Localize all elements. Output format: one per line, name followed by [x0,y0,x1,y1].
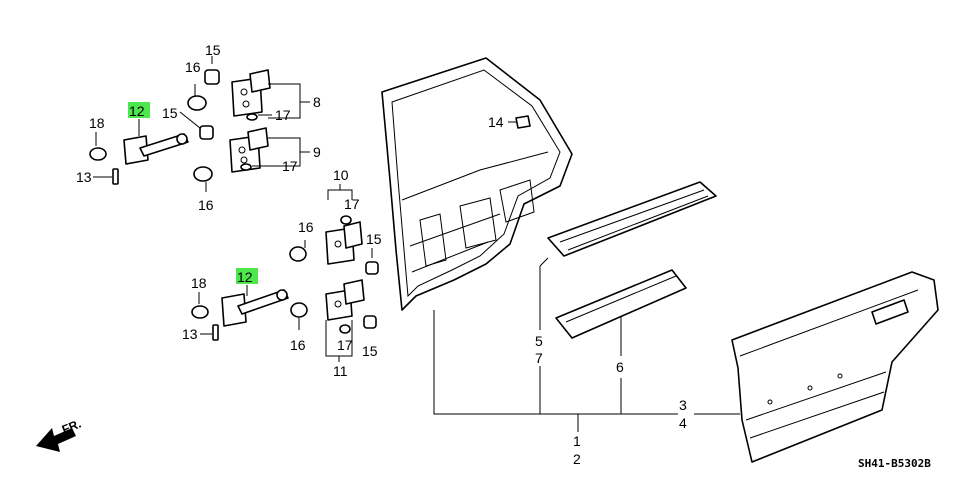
callout-8: 8 [313,94,321,110]
door-checker-12-lower[interactable] [221,289,289,327]
bolt-16-lower-checker[interactable]: 16 [290,302,308,353]
hinge-9[interactable] [229,127,269,173]
bolt-15-middle[interactable]: 15 [162,105,214,140]
callout-2: 2 [573,451,581,467]
hinge-10[interactable] [325,221,363,265]
callout-13: 13 [182,326,198,342]
hinge-8[interactable] [231,69,271,121]
callout-17: 17 [344,196,360,212]
pin-13-upper[interactable]: 13 [76,168,119,185]
diagram-code: SH41-B5302B [858,457,931,470]
impact-beam-5-7[interactable] [547,181,717,257]
highlight-12 [128,102,150,118]
callout-12: 12 [237,269,253,285]
callout-6: 6 [616,359,624,375]
callout-15: 15 [366,231,382,247]
callout-16: 16 [185,59,201,75]
callout-14: 14 [488,114,504,130]
callout-7: 7 [535,350,543,366]
callout-17: 17 [337,337,353,353]
callout-16: 16 [290,337,306,353]
bolt-15-top[interactable]: 15 [204,42,221,85]
callout-15: 15 [205,42,221,58]
upper-hinge-group: 15 16 8 17 15 [162,42,321,213]
callout-13: 13 [76,169,92,185]
nut-17-lower[interactable]: 17 [337,324,353,353]
callout-11: 11 [333,363,348,379]
callout-15: 15 [162,105,178,121]
outer-skin-panel-3-4[interactable] [731,271,939,463]
nut-17-upper[interactable]: 17 [340,196,360,225]
hinge-11[interactable] [325,279,365,321]
callout-18: 18 [191,275,207,291]
bolt-16-top[interactable]: 16 [185,59,207,111]
callout-12: 12 [129,103,145,119]
lower-hinge-group: 10 17 16 15 17 [289,167,382,379]
callout-4: 4 [679,415,687,431]
bolt-18-lower[interactable]: 18 [191,275,209,319]
front-direction-arrow-icon: FR. [36,417,83,452]
front-arrow-label: FR. [60,417,83,437]
highlight-12 [236,268,258,284]
bolt-15-hinge11[interactable]: 15 [362,315,378,359]
callout-3: 3 [679,397,687,413]
door-checker-12-upper[interactable] [123,133,189,165]
upper-door-checker-group: 12 18 13 [76,102,189,185]
callout-5: 5 [535,333,543,349]
callout-17: 17 [275,107,291,123]
callout-18: 18 [89,115,105,131]
callout-9: 9 [313,144,321,160]
callout-10: 10 [333,167,349,183]
bolt-18-upper[interactable]: 18 [89,115,107,161]
bolt-15-hinge10[interactable]: 15 [365,231,382,275]
callout-16: 16 [298,219,314,235]
callout-15: 15 [362,343,378,359]
pin-13-lower[interactable]: 13 [182,324,219,342]
bolt-16-lower[interactable]: 16 [193,166,214,213]
callout-16: 16 [198,197,214,213]
reinforcement-6[interactable] [555,269,687,339]
grommet-14[interactable]: 14 [488,114,531,130]
callout-1: 1 [573,433,581,449]
callout-17: 17 [282,158,298,174]
door-frame-1-2[interactable] [381,57,573,311]
lower-door-checker-group: 12 18 13 16 [182,268,308,353]
bolt-16-hinge10[interactable]: 16 [289,219,314,262]
